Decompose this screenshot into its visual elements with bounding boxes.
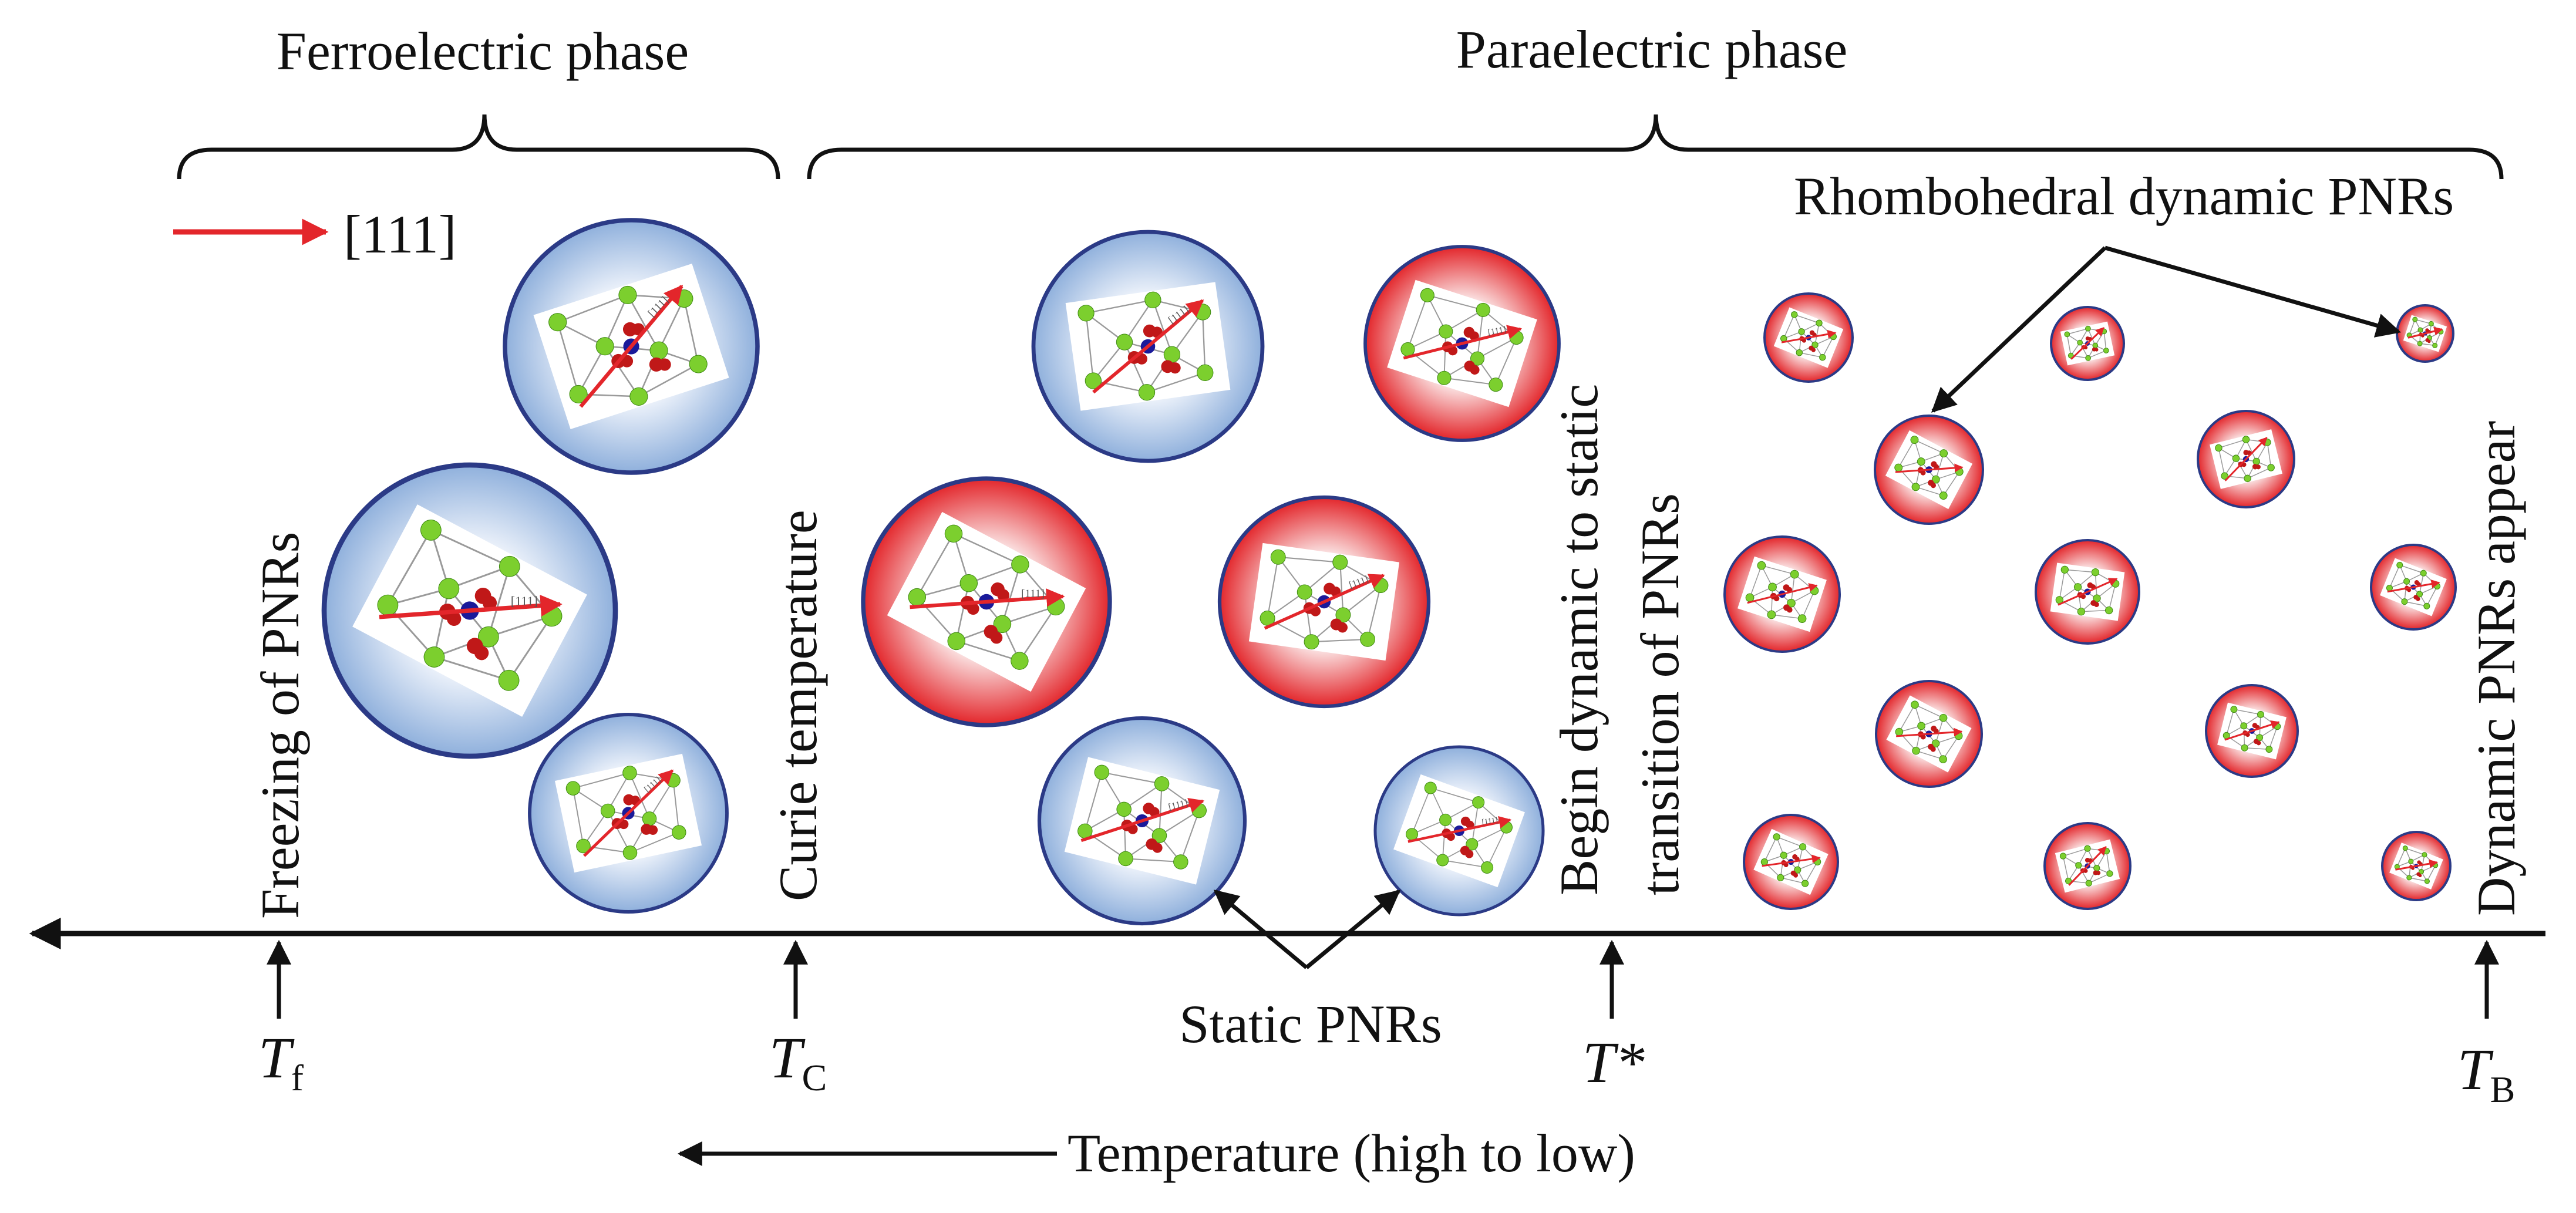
dynamic-pnr-circle [2050, 306, 2125, 381]
dynamic-pnrs-appear-label: Dynamic PNRs appear [2466, 421, 2526, 916]
dynamic-pnr-circle [1743, 814, 1839, 910]
dynamic-pnr-circle: [111] [1363, 245, 1561, 442]
curie-temperature-label: Curie temperature [768, 510, 828, 901]
static-pnr-circle: [111] [1031, 230, 1265, 463]
paraelectric-brace [807, 114, 2504, 180]
dynamic-pnr-circle [2043, 822, 2131, 910]
perovskite-cell-icon [1737, 556, 1827, 632]
svg-text:[111]: [111] [1481, 815, 1498, 826]
static-pnr-circle: [111] [503, 218, 760, 475]
perovskite-cell-icon [1885, 430, 1973, 510]
static-pnrs-label: Static PNRs [1179, 994, 1442, 1054]
perovskite-cell-icon [2403, 315, 2447, 352]
ferroelectric-phase-label: Ferroelectric phase [277, 21, 689, 81]
legend-direction-label: [111] [344, 204, 456, 264]
svg-text:[111]: [111] [1021, 588, 1045, 600]
static-pnr-circle: [111] [1373, 745, 1545, 917]
dynamic-pnr-circle [2381, 831, 2452, 901]
static-pnr-circle: [111] [321, 462, 618, 759]
perovskite-cell-icon [2055, 839, 2120, 893]
tc-label: TC [769, 1025, 827, 1099]
begin-transition-label-line1: Begin dynamic to static [1549, 384, 1609, 895]
perovskite-cell-icon: [111] [352, 504, 587, 717]
begin-transition-label-line2: transition of PNRs [1630, 493, 1690, 895]
pnr-regions: [111][111][111][111][111][111][111][111]… [321, 218, 2457, 926]
svg-text:[111]: [111] [511, 594, 538, 608]
perovskite-cell-icon: [111] [1393, 774, 1525, 888]
dynamic-pnr-circle [2035, 539, 2140, 645]
paraelectric-phase-label: Paraelectric phase [1456, 19, 1848, 79]
perovskite-cell-icon: [111] [1248, 543, 1400, 661]
perovskite-cell-icon [2210, 429, 2282, 489]
tf-label: Tf [258, 1025, 304, 1099]
perovskite-cell-icon [2389, 843, 2443, 889]
perovskite-cell-icon [1886, 695, 1972, 773]
dynamic-pnr-circle: [111] [861, 476, 1112, 727]
perovskite-cell-icon [2380, 558, 2447, 616]
rhombohedral-label: Rhombohedral dynamic PNRs [1794, 166, 2454, 226]
dynamic-pnr-circle: [111] [1217, 495, 1431, 709]
perovskite-cell-icon: [111] [533, 263, 729, 430]
dynamic-pnr-circle [2370, 544, 2457, 631]
ferroelectric-brace [177, 114, 780, 180]
svg-text:[111]: [111] [1487, 325, 1507, 338]
perovskite-cell-icon [2060, 321, 2115, 366]
temperature-marker-arrows [267, 939, 2499, 1019]
static-pnrs-pointers [1213, 889, 1401, 969]
perovskite-cell-icon [2050, 562, 2125, 621]
dynamic-pnr-circle [2205, 684, 2299, 778]
temperature-axis-label: Temperature (high to low) [1068, 1123, 1635, 1183]
perovskite-cell-icon: [111] [1387, 279, 1537, 407]
dynamic-pnr-circle [1763, 292, 1854, 383]
perovskite-cell-icon [2217, 702, 2287, 760]
freezing-label: Freezing of PNRs [250, 532, 310, 919]
dynamic-pnr-circle [2197, 410, 2295, 508]
dynamic-pnr-circle [1723, 535, 1841, 653]
dynamic-pnr-circle [1874, 415, 1984, 525]
dynamic-pnr-circle [2396, 304, 2454, 363]
static-pnr-circle: [111] [528, 713, 729, 914]
perovskite-cell-icon: [111] [554, 753, 702, 873]
rhombohedral-pointers [1931, 245, 2402, 413]
static-pnr-circle: [111] [1037, 716, 1247, 926]
perovskite-cell-icon: [111] [1065, 282, 1231, 411]
perovskite-cell-icon [1753, 828, 1829, 895]
perovskite-cell-icon: [111] [887, 511, 1086, 692]
perovskite-cell-icon: [111] [1064, 757, 1220, 885]
tstar-label: T* [1582, 1030, 1645, 1095]
perovskite-cell-icon [1773, 307, 1844, 368]
dynamic-pnr-circle [1875, 680, 1983, 788]
tb-label: TB [2457, 1037, 2515, 1110]
